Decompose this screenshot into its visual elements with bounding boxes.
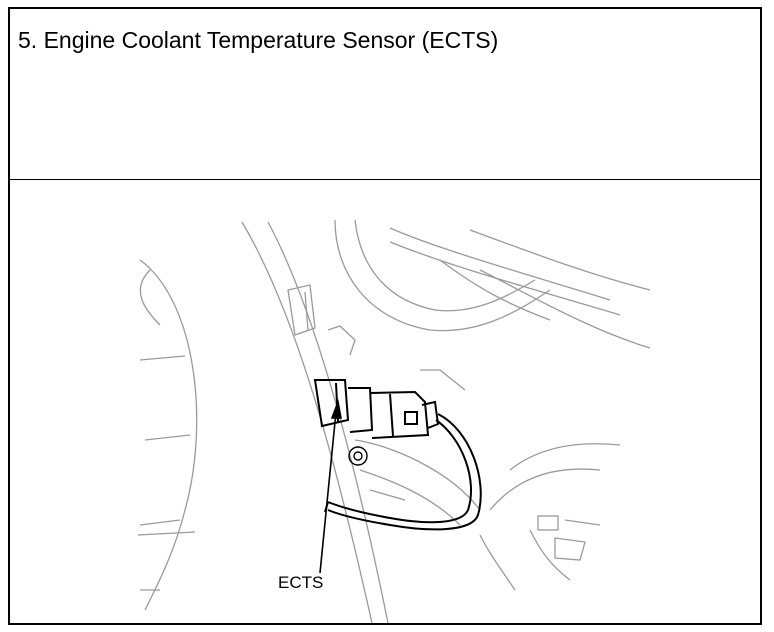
- header-section: 5. Engine Coolant Temperature Sensor (EC…: [10, 9, 760, 180]
- diagram-figure: ECTS: [10, 180, 760, 623]
- engine-block-details: [287, 284, 621, 591]
- ects-sensor: [313, 379, 440, 439]
- mounting-bolt: [348, 446, 368, 466]
- coolant-hose: [241, 219, 651, 623]
- engine-housing-left: [137, 259, 198, 611]
- page-title: 5. Engine Coolant Temperature Sensor (EC…: [18, 27, 499, 53]
- engine-diagram: [137, 219, 651, 623]
- callout-leader: [319, 399, 342, 574]
- ects-callout-label: ECTS: [278, 573, 324, 592]
- wiring-harness: [324, 413, 482, 531]
- page-frame: 5. Engine Coolant Temperature Sensor (EC…: [8, 7, 762, 625]
